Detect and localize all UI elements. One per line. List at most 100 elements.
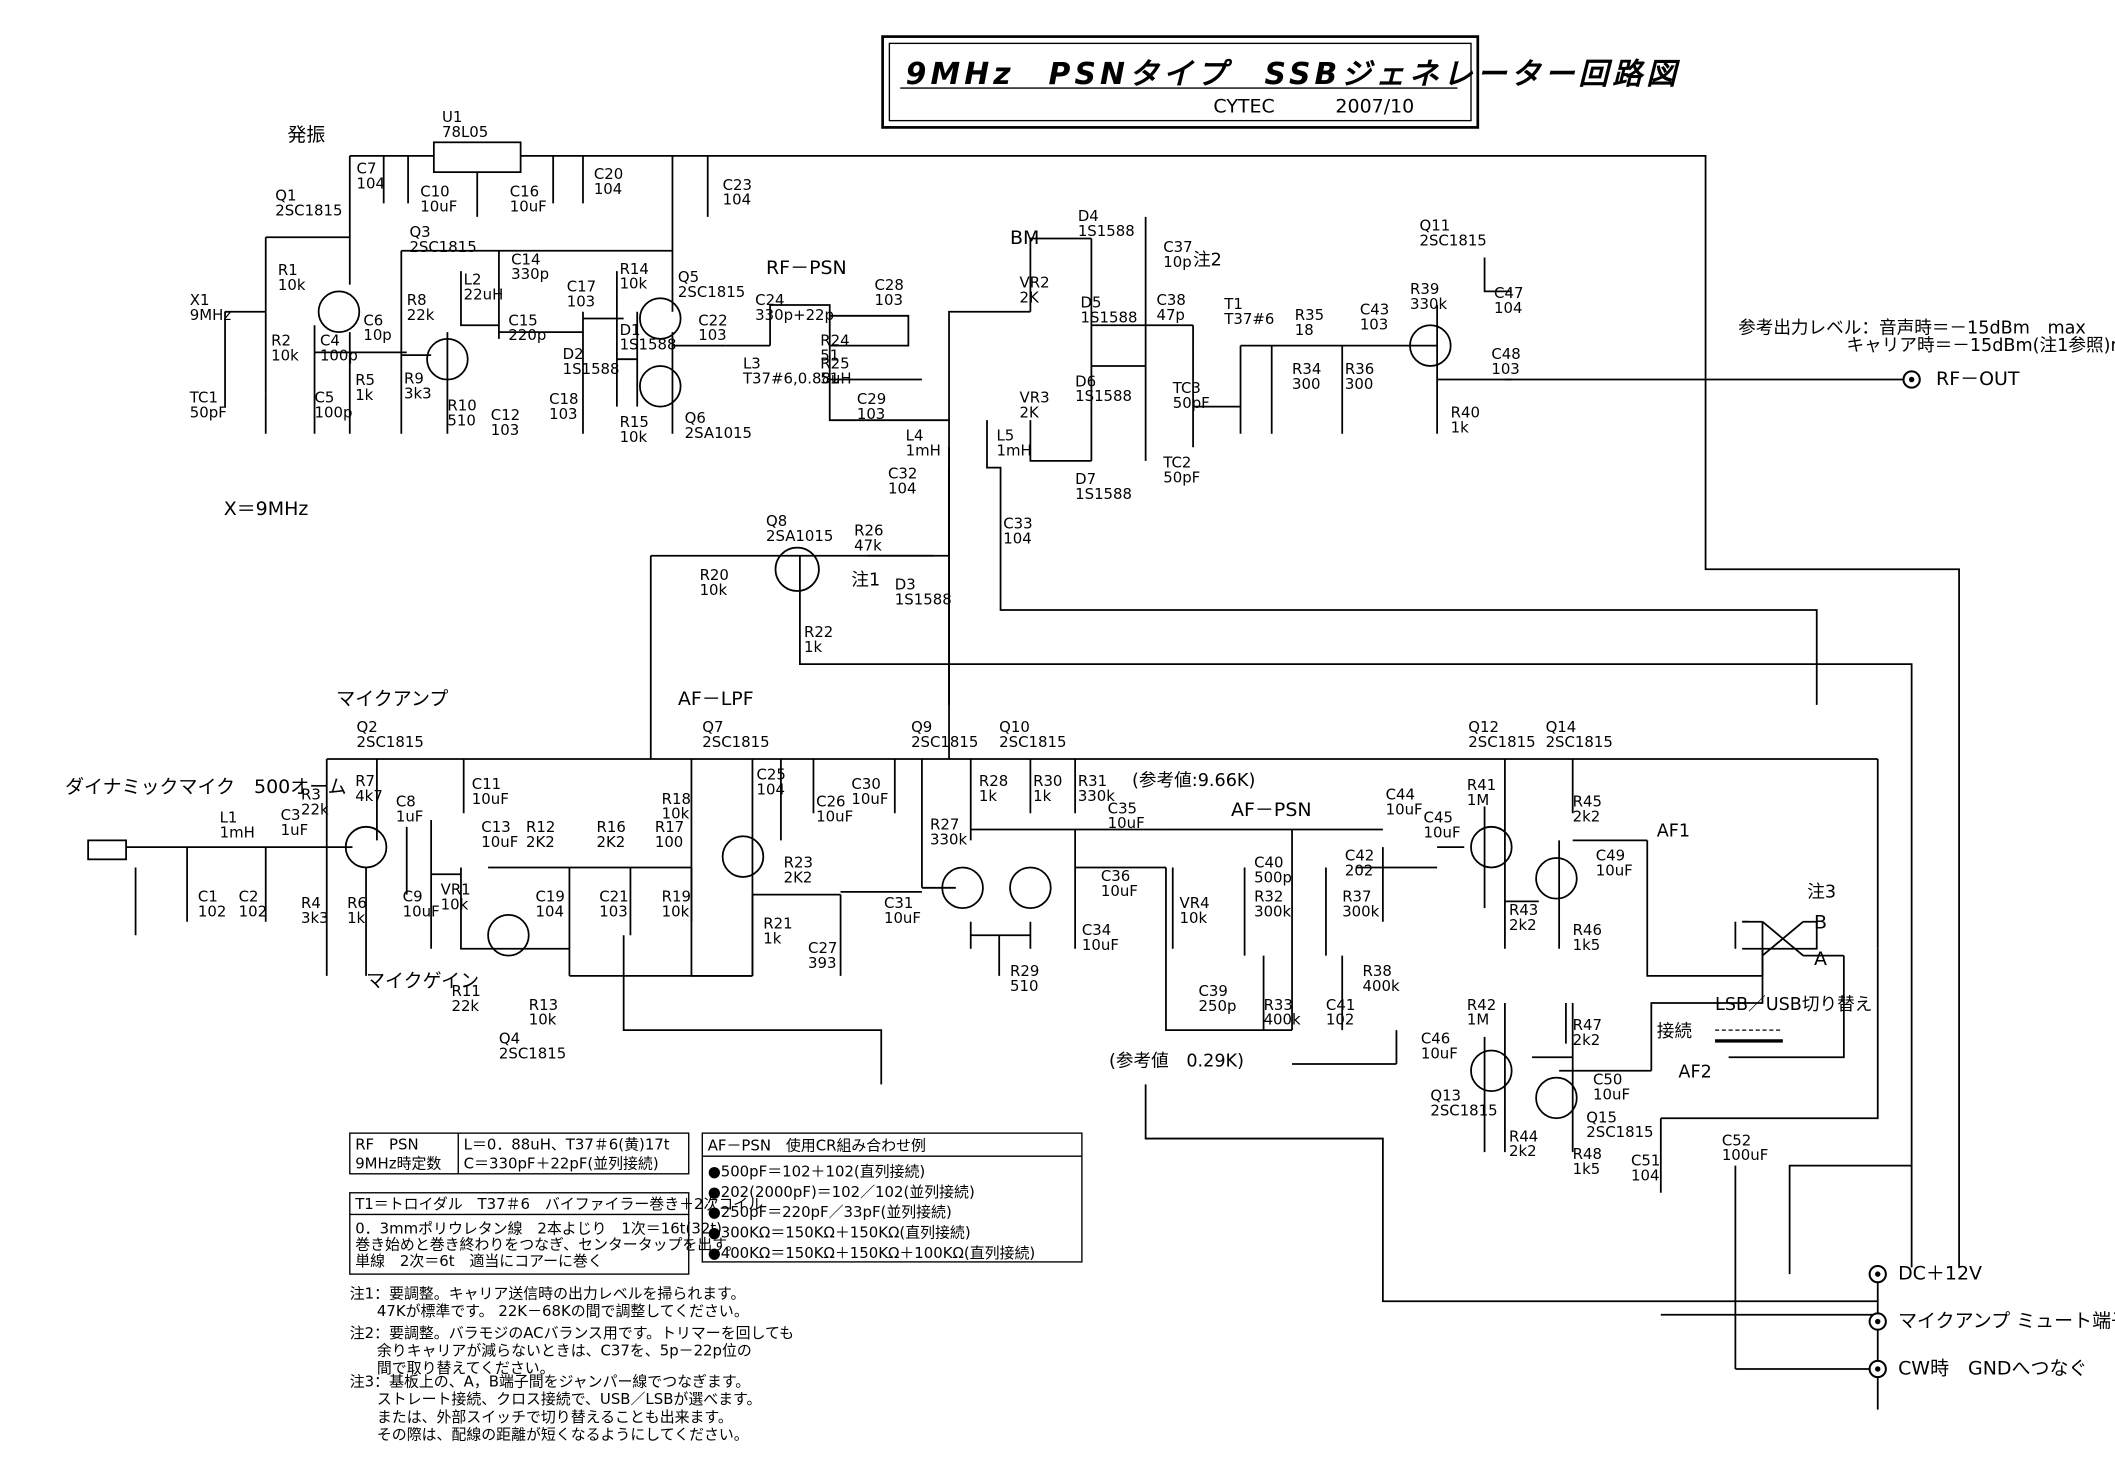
component-ref-r34: R34 [1292,360,1321,378]
component-value-r1: 10k [278,276,306,294]
component-value-q13: 2SC1815 [1430,1102,1497,1120]
component-ref-d3: D3 [895,576,916,594]
component-ref-c14: C14 [511,250,540,268]
component-value-r9: 3k3 [404,384,432,402]
component-ref-l1: L1 [220,809,238,827]
component-ref-c24: C24 [755,291,784,309]
component-ref-r39: R39 [1410,280,1439,298]
component-ref-d7: D7 [1075,470,1096,488]
component-value-l4: 1mH [906,441,941,459]
component-ref-vr2: VR2 [1020,273,1050,291]
component-value-c46: 10uF [1421,1045,1458,1063]
component-value-r41: 1M [1467,791,1489,809]
component-ref-r41: R41 [1467,776,1496,794]
component-ref-r12: R12 [526,818,555,836]
label-ref2: (参考値 0.29K) [1109,1052,1244,1072]
ref-output-title: 参考出力レベル：音声時＝－15dBm max [1738,318,2086,338]
t1-head: T1＝トロイダル T37＃6 バイファイラー巻き＋2次コイル [354,1195,763,1213]
component-ref-r40: R40 [1451,403,1480,421]
component-ref-r47: R47 [1573,1016,1602,1034]
component-ref-c26: C26 [816,792,845,810]
note1-line1: 注1：要調整。キャリア送信時の出力レベルを掃られます。 [350,1285,746,1303]
component-value-r8: 22k [407,306,435,324]
component-ref-r8: R8 [407,291,427,309]
component-value-c22: 103 [698,326,726,344]
component-value-c35: 10uF [1108,814,1145,832]
component-value-c30: 10uF [851,790,888,808]
component-value-r30: 1k [1033,787,1051,805]
component-ref-r31: R31 [1078,772,1107,790]
component-value-c14: 330p [511,265,549,283]
component-ref-vr1: VR1 [441,881,471,899]
rfpsn-row2b: C＝330pF＋22pF(並列接続) [464,1154,659,1172]
component-ref-c51: C51 [1631,1152,1660,1170]
component-value-r35: 18 [1295,321,1314,339]
component-ref-r30: R30 [1033,772,1062,790]
component-value-r21: 1k [763,929,781,947]
component-value-q14: 2SC1815 [1546,733,1613,751]
component-value-c10: 10uF [420,197,457,215]
component-value-q5: 2SC1815 [678,283,745,301]
component-ref-r15: R15 [620,413,649,431]
component-ref-r44: R44 [1509,1127,1538,1145]
component-value-r38: 400k [1363,977,1400,995]
afpsn-item: ●400KΩ＝150KΩ＋150KΩ＋100KΩ(直列接続) [708,1244,1035,1262]
component-ref-c18: C18 [549,390,578,408]
component-value-r31: 330k [1078,787,1115,805]
component-value-c4: 100p [320,347,358,365]
terminal-cw-label: CW時 GNDへつなぐ [1898,1357,2087,1379]
component-ref-r26: R26 [854,521,883,539]
component-value-c36: 10uF [1101,882,1138,900]
component-value-r24: 51 [820,347,839,365]
component-value-r7: 4k7 [355,787,383,805]
component-value-c27: 393 [808,954,836,972]
component-value-r15: 10k [620,428,648,446]
af2-label: AF2 [1678,1063,1711,1083]
component-ref-c23: C23 [723,176,752,194]
component-ref-q13: Q13 [1430,1087,1461,1105]
component-ref-r5: R5 [355,371,375,389]
component-ref-r19: R19 [662,887,691,905]
component-ref-c5: C5 [315,389,335,407]
label-note3: 注3 [1807,882,1836,902]
component-value-q1: 2SC1815 [275,202,342,220]
component-ref-c37: C37 [1163,238,1192,256]
component-ref-r17: R17 [655,818,684,836]
component-value-d4: 1S1588 [1078,222,1135,240]
component-ref-c41: C41 [1326,996,1355,1014]
component-value-c5: 100p [315,403,353,421]
t1-line3: 単線 2次＝6t 適当にコアーに巻く [355,1252,603,1270]
component-value-r14: 10k [620,275,648,293]
component-value-r17: 100 [655,833,683,851]
terminal-mute-label: マイクアンプ ミュート端子 [1898,1310,2115,1332]
component-value-q6: 2SA1015 [685,424,752,442]
af1-label: AF1 [1657,821,1690,841]
component-value-c26: 10uF [816,807,853,825]
component-value-c51: 104 [1631,1167,1659,1185]
component-value-c49: 10uF [1596,862,1633,880]
title-date: 2007/10 [1335,96,1414,118]
component-ref-x1: X1 [190,291,210,309]
component-value-r34: 300 [1292,375,1320,393]
component-ref-q11: Q11 [1419,216,1450,234]
component-value-l5: 1mH [996,441,1031,459]
component-value-r25: 51 [820,370,839,388]
afpsn-item: ●500pF＝102＋102(直列接続) [708,1163,925,1181]
component-ref-c47: C47 [1494,284,1523,302]
component-ref-r7: R7 [355,772,375,790]
t1-line1: 0．3mmポリウレタン線 2本よじり 1次＝16t(32t) [355,1219,722,1237]
rfpsn-row1b: L＝0．88uH、T37＃6(黄)17t [464,1135,670,1153]
component-ref-r22: R22 [804,623,833,641]
label-bm: BM [1010,227,1039,249]
component-ref-r28: R28 [979,772,1008,790]
component-value-c33: 104 [1003,530,1031,548]
component-ref-r45: R45 [1573,792,1602,810]
component-ref-r6: R6 [347,894,367,912]
component-ref-r29: R29 [1010,962,1039,980]
component-ref-d4: D4 [1078,207,1099,225]
component-value-r40: 1k [1451,418,1469,436]
label-note2: 注2 [1193,251,1222,271]
component-value-r43: 2k2 [1509,916,1537,934]
component-value-c42: 202 [1345,862,1373,880]
component-value-r12: 2K2 [526,833,555,851]
